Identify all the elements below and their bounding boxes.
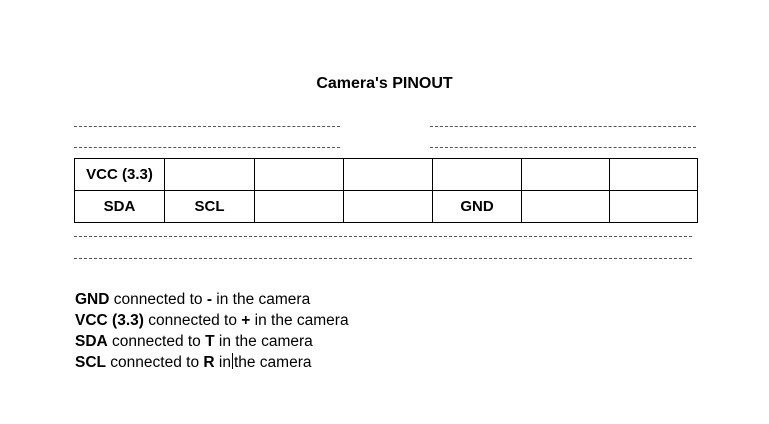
table-cell[interactable] bbox=[609, 190, 698, 223]
table-cell[interactable] bbox=[521, 158, 610, 191]
connection-notes: GND connected to - in the camera VCC (3.… bbox=[75, 289, 349, 373]
table-cell[interactable] bbox=[254, 158, 344, 191]
note-text: connected to bbox=[106, 354, 204, 371]
note-sda[interactable]: SDA connected to T in the camera bbox=[75, 331, 349, 352]
table-cell[interactable] bbox=[343, 190, 433, 223]
note-symbol: + bbox=[241, 312, 251, 329]
note-pin: GND bbox=[75, 291, 110, 308]
note-text: connected to bbox=[107, 333, 206, 350]
table-cell[interactable] bbox=[254, 190, 344, 223]
table-cell[interactable]: VCC (3.3) bbox=[74, 158, 165, 191]
note-pin: SCL bbox=[75, 354, 106, 371]
note-vcc[interactable]: VCC (3.3) connected to + in the camera bbox=[75, 310, 349, 331]
pinout-table: VCC (3.3) SDA SCL GND bbox=[74, 158, 698, 223]
dashed-line-bottom-2 bbox=[74, 258, 692, 259]
table-row: VCC (3.3) bbox=[74, 158, 698, 191]
note-text: in the camera bbox=[250, 312, 349, 329]
dashed-line-top-right-1 bbox=[430, 126, 696, 127]
note-text: in the camera bbox=[214, 333, 313, 350]
dashed-line-top-left-1 bbox=[74, 126, 340, 127]
text-cursor bbox=[231, 353, 233, 369]
note-text: in the camera bbox=[212, 291, 311, 308]
note-text: in bbox=[214, 354, 231, 371]
note-pin: SDA bbox=[75, 333, 108, 350]
page-title: Camera's PINOUT bbox=[316, 75, 453, 92]
table-cell[interactable] bbox=[343, 158, 433, 191]
note-symbol: - bbox=[206, 291, 212, 308]
table-cell[interactable]: SCL bbox=[164, 190, 255, 223]
note-symbol: R bbox=[203, 354, 215, 371]
table-cell[interactable]: GND bbox=[432, 190, 522, 223]
table-cell[interactable] bbox=[432, 158, 522, 191]
note-gnd[interactable]: GND connected to - in the camera bbox=[75, 289, 349, 310]
note-pin: VCC (3.3) bbox=[75, 312, 144, 329]
table-cell[interactable] bbox=[521, 190, 610, 223]
table-cell[interactable] bbox=[609, 158, 698, 191]
table-cell[interactable] bbox=[164, 158, 255, 191]
note-text: connected to bbox=[143, 312, 242, 329]
note-symbol: T bbox=[205, 333, 215, 350]
dashed-line-top-right-2 bbox=[430, 147, 696, 148]
table-row: SDA SCL GND bbox=[74, 190, 698, 223]
dashed-line-bottom-1 bbox=[74, 236, 692, 237]
dashed-line-top-left-2 bbox=[74, 147, 340, 148]
note-text: connected to bbox=[109, 291, 207, 308]
note-text: the camera bbox=[233, 354, 312, 371]
table-cell[interactable]: SDA bbox=[74, 190, 165, 223]
